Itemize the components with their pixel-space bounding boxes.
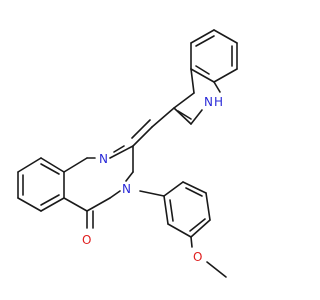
methoxyphenyl-ring <box>163 181 211 238</box>
methoxy-oxygen-label: O <box>193 250 202 264</box>
quinazoline-nitrogen-label: N <box>99 152 108 166</box>
indole-hydrogen-label: H <box>214 95 223 109</box>
structure-diagram: N H N N O O <box>17 29 238 278</box>
indole-benzene-ring <box>190 29 238 83</box>
methoxy-group <box>190 236 227 278</box>
indole-pyrrole-ring <box>173 68 221 125</box>
vinyl-linker <box>131 107 175 147</box>
atom-labels: N H N N O O <box>82 95 223 264</box>
n-aryl-bond <box>139 190 165 197</box>
indole-nitrogen-label: N <box>204 95 213 109</box>
carbonyl-oxygen-label: O <box>82 233 91 247</box>
quinazoline-benzene-ring <box>17 157 65 212</box>
quinazolinone-nitrogen-label: N <box>122 182 131 196</box>
pyrimidinone-ring <box>63 145 134 229</box>
molecule-svg: N H N N O O <box>17 29 238 278</box>
